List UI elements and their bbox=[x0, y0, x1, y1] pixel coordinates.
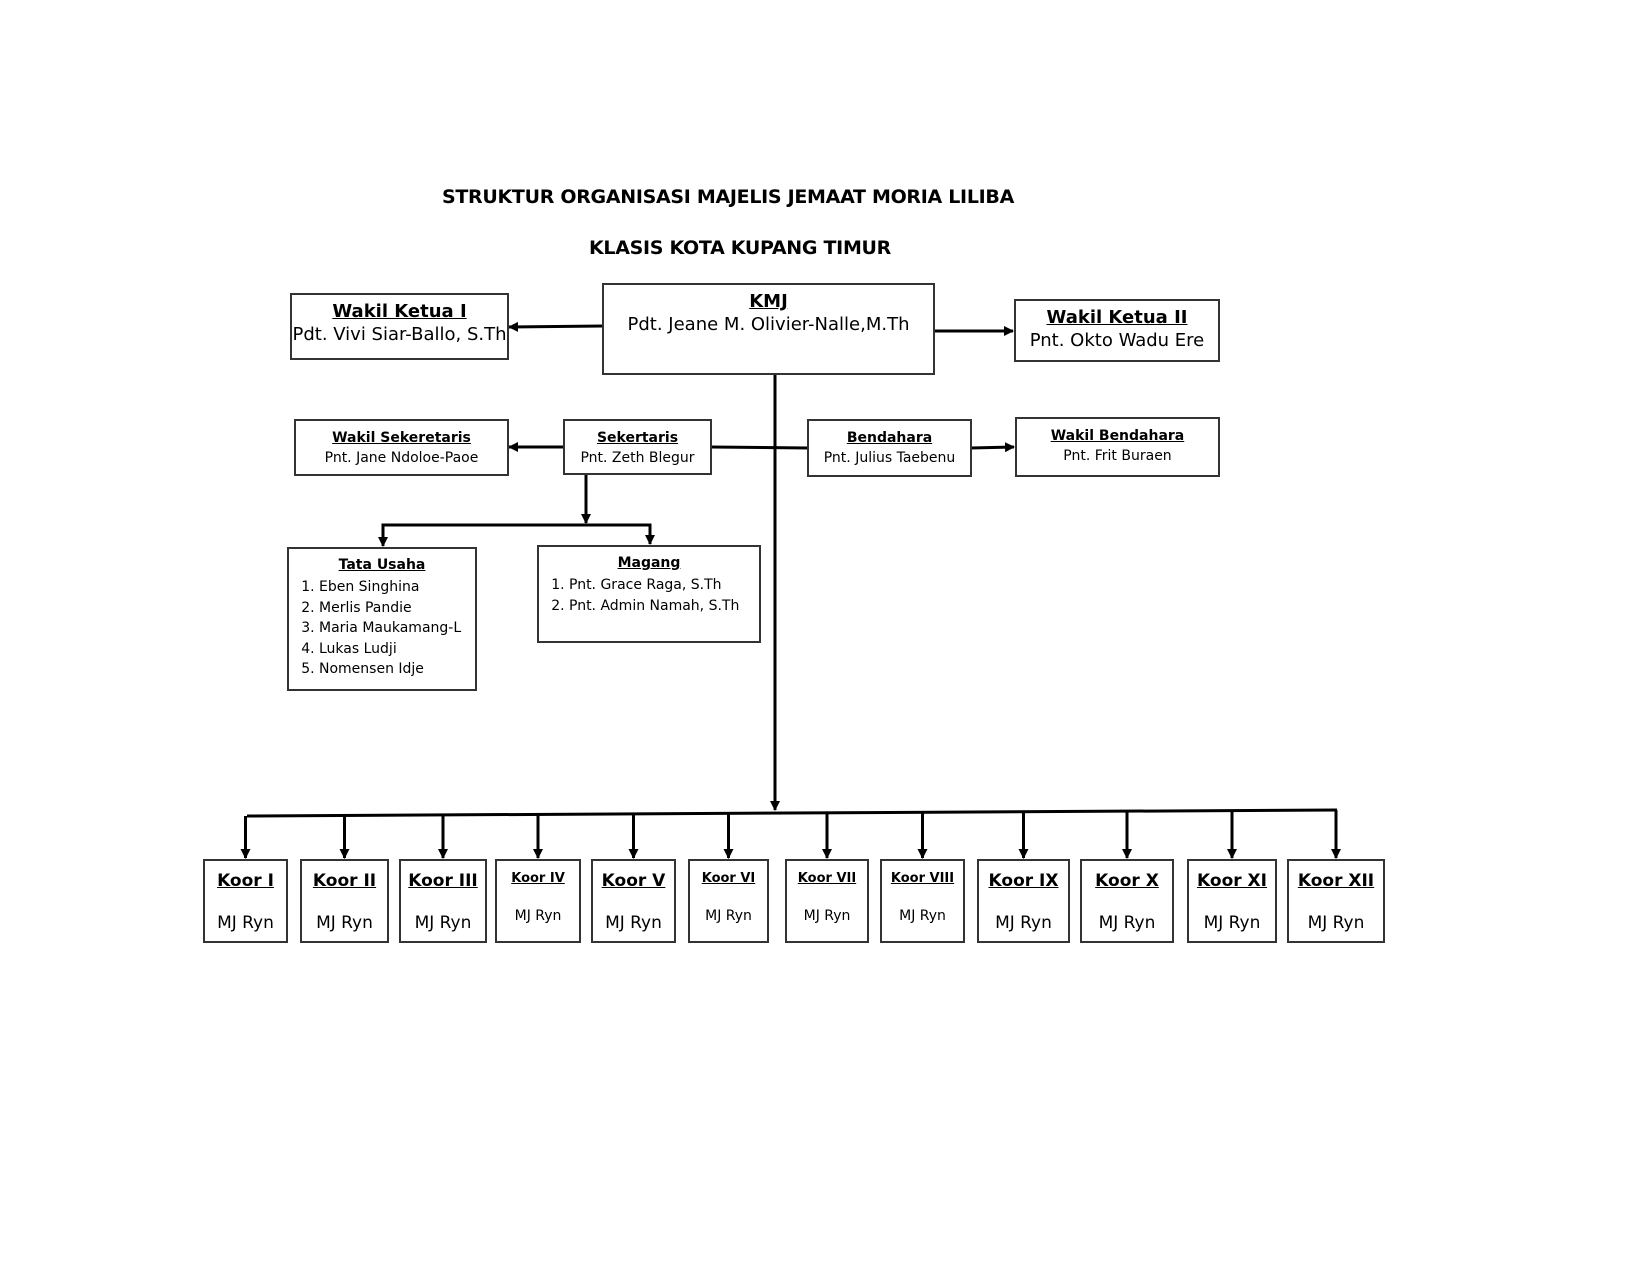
wakil-ketua-1-name: Pdt. Vivi Siar-Ballo, S.Th bbox=[292, 324, 507, 345]
box-koor-3[interactable]: Koor III MJ Ryn bbox=[399, 859, 487, 943]
wakil-ketua-2-role: Wakil Ketua II bbox=[1046, 307, 1188, 328]
box-tata-usaha[interactable]: Tata Usaha Eben Singhina Merlis Pandie M… bbox=[287, 547, 477, 691]
koor-name: MJ Ryn bbox=[1098, 913, 1156, 933]
box-koor-5[interactable]: Koor V MJ Ryn bbox=[591, 859, 676, 943]
magang-members: Pnt. Grace Raga, S.Th Pnt. Admin Namah, … bbox=[539, 575, 759, 616]
koor-name: MJ Ryn bbox=[995, 913, 1052, 933]
branch-staff bbox=[381, 523, 655, 546]
list-item: Maria Maukamang-L bbox=[319, 618, 475, 639]
bendahara-name: Pnt. Julius Taebenu bbox=[823, 450, 956, 466]
box-wakil-ketua-2[interactable]: Wakil Ketua II Pnt. Okto Wadu Ere bbox=[1014, 299, 1220, 362]
koor-role: Koor IX bbox=[988, 871, 1059, 891]
arrow-bendahara-to-wakil bbox=[970, 442, 1015, 453]
koor-role: Koor XI bbox=[1197, 871, 1267, 891]
tata-usaha-role: Tata Usaha bbox=[338, 557, 426, 573]
wakil-ketua-2-name: Pnt. Okto Wadu Ere bbox=[1029, 330, 1205, 351]
koor-role: Koor VIII bbox=[890, 871, 955, 886]
koor-name: MJ Ryn bbox=[514, 908, 562, 924]
box-koor-4[interactable]: Koor IV MJ Ryn bbox=[495, 859, 581, 943]
box-koor-7[interactable]: Koor VII MJ Ryn bbox=[785, 859, 869, 943]
box-koor-2[interactable]: Koor II MJ Ryn bbox=[300, 859, 389, 943]
list-item: Nomensen Idje bbox=[319, 659, 475, 680]
tata-usaha-members: Eben Singhina Merlis Pandie Maria Maukam… bbox=[289, 577, 475, 680]
box-bendahara[interactable]: Bendahara Pnt. Julius Taebenu bbox=[807, 419, 972, 477]
sekertaris-bendahara-link bbox=[710, 445, 809, 450]
koor-name: MJ Ryn bbox=[316, 913, 373, 933]
list-item: Pnt. Grace Raga, S.Th bbox=[569, 575, 759, 596]
box-sekertaris[interactable]: Sekertaris Pnt. Zeth Blegur bbox=[563, 419, 712, 475]
list-item: Pnt. Admin Namah, S.Th bbox=[569, 596, 759, 617]
wakil-sekeretaris-role: Wakil Sekeretaris bbox=[332, 430, 471, 446]
list-item: Lukas Ludji bbox=[319, 639, 475, 660]
koor-name: MJ Ryn bbox=[803, 908, 851, 924]
box-koor-12[interactable]: Koor XII MJ Ryn bbox=[1287, 859, 1385, 943]
bendahara-role: Bendahara bbox=[846, 430, 933, 446]
magang-role: Magang bbox=[617, 555, 681, 571]
wakil-sekeretaris-name: Pnt. Jane Ndoloe-Paoe bbox=[324, 450, 479, 466]
koor-role: Koor V bbox=[601, 871, 666, 891]
kmj-role: KMJ bbox=[749, 291, 788, 312]
box-kmj[interactable]: KMJ Pdt. Jeane M. Olivier-Nalle,M.Th bbox=[602, 283, 935, 375]
box-wakil-bendahara[interactable]: Wakil Bendahara Pnt. Frit Buraen bbox=[1015, 417, 1220, 477]
list-item: Merlis Pandie bbox=[319, 598, 475, 619]
box-koor-8[interactable]: Koor VIII MJ Ryn bbox=[880, 859, 965, 943]
box-magang[interactable]: Magang Pnt. Grace Raga, S.Th Pnt. Admin … bbox=[537, 545, 761, 643]
koor-role: Koor IV bbox=[511, 871, 565, 886]
box-koor-6[interactable]: Koor VI MJ Ryn bbox=[688, 859, 769, 943]
koor-bus bbox=[246, 808, 1338, 818]
koor-name: MJ Ryn bbox=[217, 913, 274, 933]
box-koor-1[interactable]: Koor I MJ Ryn bbox=[203, 859, 288, 943]
sekertaris-name: Pnt. Zeth Blegur bbox=[580, 450, 695, 466]
box-koor-10[interactable]: Koor X MJ Ryn bbox=[1080, 859, 1174, 943]
wakil-bendahara-role: Wakil Bendahara bbox=[1050, 428, 1185, 444]
chart-subtitle: KLASIS KOTA KUPANG TIMUR bbox=[588, 237, 892, 259]
box-koor-9[interactable]: Koor IX MJ Ryn bbox=[977, 859, 1070, 943]
wakil-bendahara-name: Pnt. Frit Buraen bbox=[1063, 448, 1172, 464]
kmj-name: Pdt. Jeane M. Olivier-Nalle,M.Th bbox=[627, 314, 910, 335]
box-koor-11[interactable]: Koor XI MJ Ryn bbox=[1187, 859, 1277, 943]
koor-name: MJ Ryn bbox=[414, 913, 472, 933]
koor-role: Koor I bbox=[217, 871, 274, 891]
koor-name: MJ Ryn bbox=[705, 908, 752, 924]
chart-title: STRUKTUR ORGANISASI MAJELIS JEMAAT MORIA… bbox=[442, 186, 1014, 208]
sekertaris-role: Sekertaris bbox=[596, 430, 679, 446]
koor-name: MJ Ryn bbox=[1203, 913, 1261, 933]
box-wakil-ketua-1[interactable]: Wakil Ketua I Pdt. Vivi Siar-Ballo, S.Th bbox=[290, 293, 509, 360]
koor-role: Koor II bbox=[312, 871, 377, 891]
koor-role: Koor III bbox=[408, 871, 478, 891]
koor-name: MJ Ryn bbox=[605, 913, 662, 933]
list-item: Eben Singhina bbox=[319, 577, 475, 598]
koor-name: MJ Ryn bbox=[899, 908, 946, 924]
arrow-kmj-to-wakil-ketua-1 bbox=[508, 321, 604, 332]
box-wakil-sekeretaris[interactable]: Wakil Sekeretaris Pnt. Jane Ndoloe-Paoe bbox=[294, 419, 509, 476]
koor-role: Koor VII bbox=[797, 871, 857, 886]
koor-role: Koor X bbox=[1095, 871, 1159, 891]
koor-name: MJ Ryn bbox=[1307, 913, 1365, 933]
koor-role: Koor XII bbox=[1297, 871, 1375, 891]
koor-role: Koor VI bbox=[701, 871, 756, 886]
wakil-ketua-1-role: Wakil Ketua I bbox=[332, 301, 467, 322]
